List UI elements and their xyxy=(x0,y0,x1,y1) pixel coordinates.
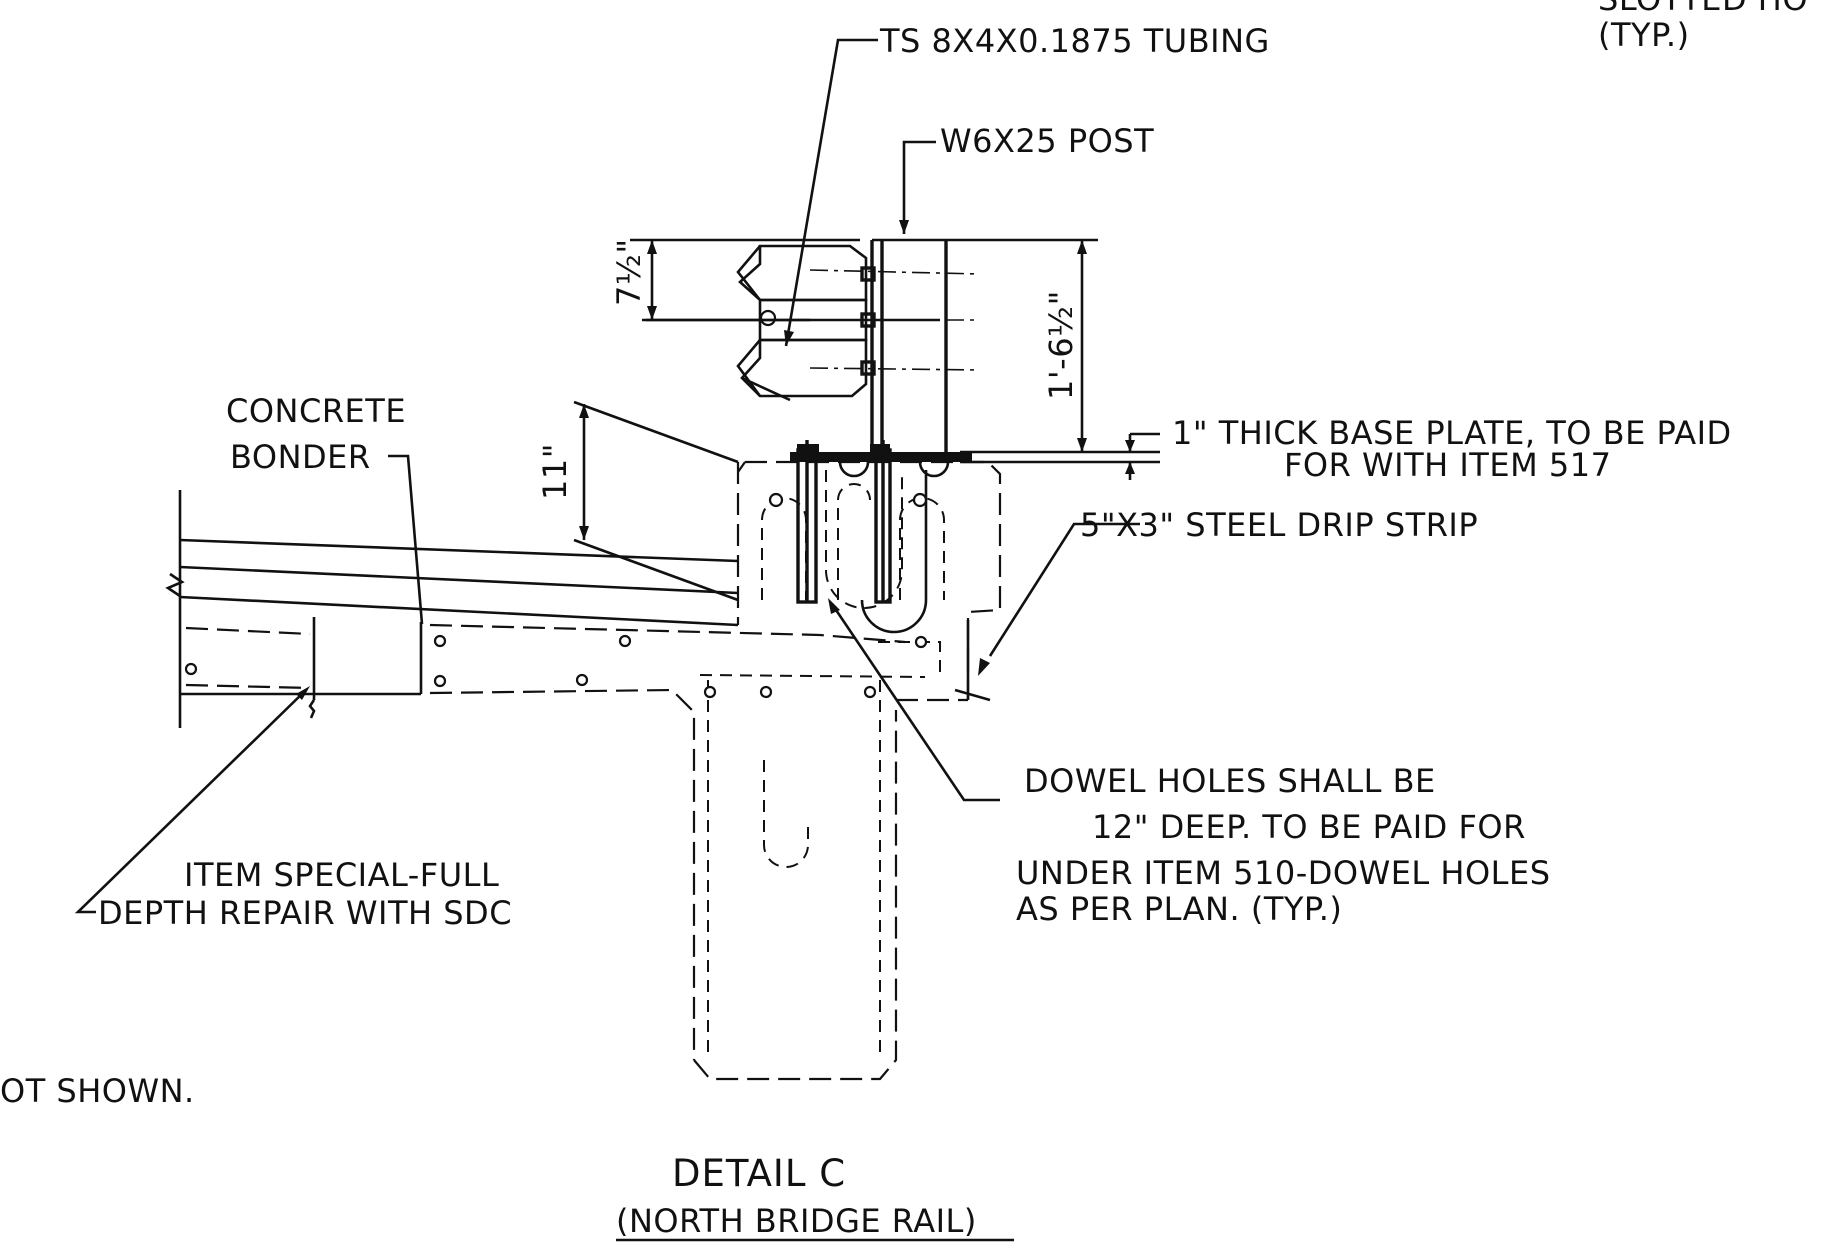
base-plate xyxy=(790,444,972,478)
label-repair-1: ITEM SPECIAL-FULL xyxy=(184,856,499,894)
label-not-shown: OT SHOWN. xyxy=(0,1072,195,1110)
label-dowel-1: DOWEL HOLES SHALL BE xyxy=(1024,762,1436,800)
dim-tube-spacing: 7½" xyxy=(610,238,648,306)
label-dowel-2: 12" DEEP. TO BE PAID FOR xyxy=(1092,808,1526,846)
label-repair-2: DEPTH REPAIR WITH SDC xyxy=(98,894,512,932)
dimension-lines xyxy=(573,238,1160,602)
deck-slab xyxy=(165,490,739,728)
tubing-sections xyxy=(646,244,981,402)
leader-lines xyxy=(74,38,1140,914)
anchor-loops xyxy=(761,440,945,634)
label-base-plate-2: FOR WITH ITEM 517 xyxy=(1284,446,1611,484)
dim-post-height: 1'-6½" xyxy=(1042,290,1080,400)
label-drip-strip: 5"X3" STEEL DRIP STRIP xyxy=(1080,506,1478,544)
detail-subtitle: (NORTH BRIDGE RAIL) xyxy=(616,1202,977,1240)
w6x25-post xyxy=(870,238,948,452)
label-base-plate-1: 1" THICK BASE PLATE, TO BE PAID xyxy=(1172,414,1732,452)
label-concrete-bonder-2: BONDER xyxy=(230,438,371,476)
label-tubing: TS 8X4X0.1875 TUBING xyxy=(879,22,1270,60)
dim-curb-height: 11" xyxy=(536,443,574,500)
label-post: W6X25 POST xyxy=(940,122,1154,160)
label-slotted-typ: (TYP.) xyxy=(1598,16,1690,54)
detail-title: DETAIL C xyxy=(672,1152,846,1195)
label-concrete-bonder-1: CONCRETE xyxy=(226,392,406,430)
label-dowel-4: AS PER PLAN. (TYP.) xyxy=(1016,890,1342,928)
drip-strip xyxy=(954,620,991,702)
label-slotted-holes: SLOTTED HO xyxy=(1598,0,1808,18)
parapet-outline xyxy=(429,460,1002,1081)
label-dowel-3: UNDER ITEM 510-DOWEL HOLES xyxy=(1016,854,1551,892)
text-labels: TS 8X4X0.1875 TUBING W6X25 POST SLOTTED … xyxy=(0,0,1808,1242)
